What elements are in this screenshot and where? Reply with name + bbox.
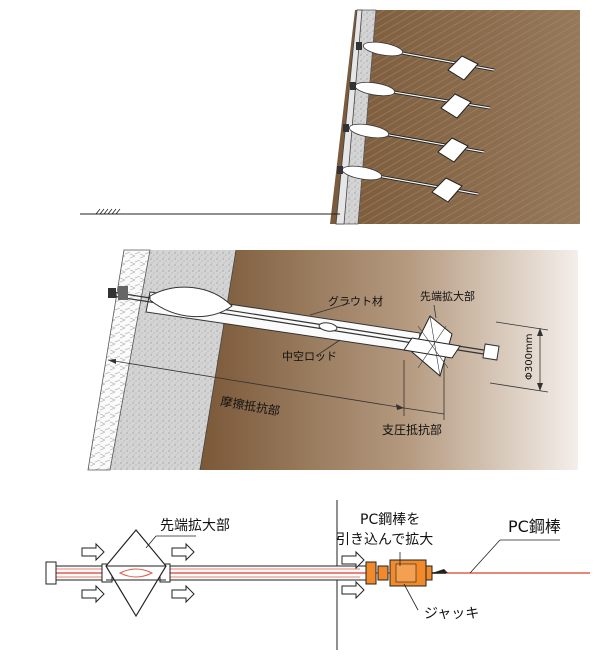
- push-arrows: [81, 542, 365, 604]
- anchor-top-4: [337, 165, 479, 203]
- pull-label-line-1: PC鋼棒を: [360, 512, 420, 528]
- ground-hatch-symbol: [95, 208, 121, 215]
- tip-enlargement-detail: [403, 315, 461, 377]
- tip-enlargement-label-detail: 先端拡大部: [420, 289, 475, 303]
- grout-bulb: [149, 286, 233, 318]
- panel-3-expansion-mechanism: [45, 500, 590, 650]
- bearing-resistance-label: 支圧抵抗部: [382, 422, 442, 437]
- jack-label: ジャッキ: [424, 606, 479, 622]
- tip-enlargement-mechanism: [105, 529, 167, 618]
- panel-1-slope-section: [80, 9, 580, 225]
- hollow-rod-label: 中空ロッド: [282, 349, 337, 363]
- pc-bar-label: PC鋼棒: [508, 517, 561, 536]
- anchor-top-2: [350, 81, 491, 119]
- pull-label-line-2: 引き込んで拡大: [336, 532, 433, 548]
- diameter-label: Φ300mm: [524, 334, 535, 380]
- hollow-rod-coupler: [318, 322, 338, 332]
- panel-2-anchor-detail: [87, 249, 578, 471]
- facing-wall-detail: [87, 249, 151, 471]
- soil-hatch-top: [355, 10, 580, 224]
- anchor-top-1: [356, 41, 495, 81]
- anchor-top-3: [343, 123, 485, 163]
- soil-mass-detail: [200, 250, 578, 470]
- jack-assembly: [365, 559, 448, 587]
- tip-enlargement-label-mechanism: 先端拡大部: [160, 518, 230, 534]
- grout-label: グラウト材: [328, 294, 383, 308]
